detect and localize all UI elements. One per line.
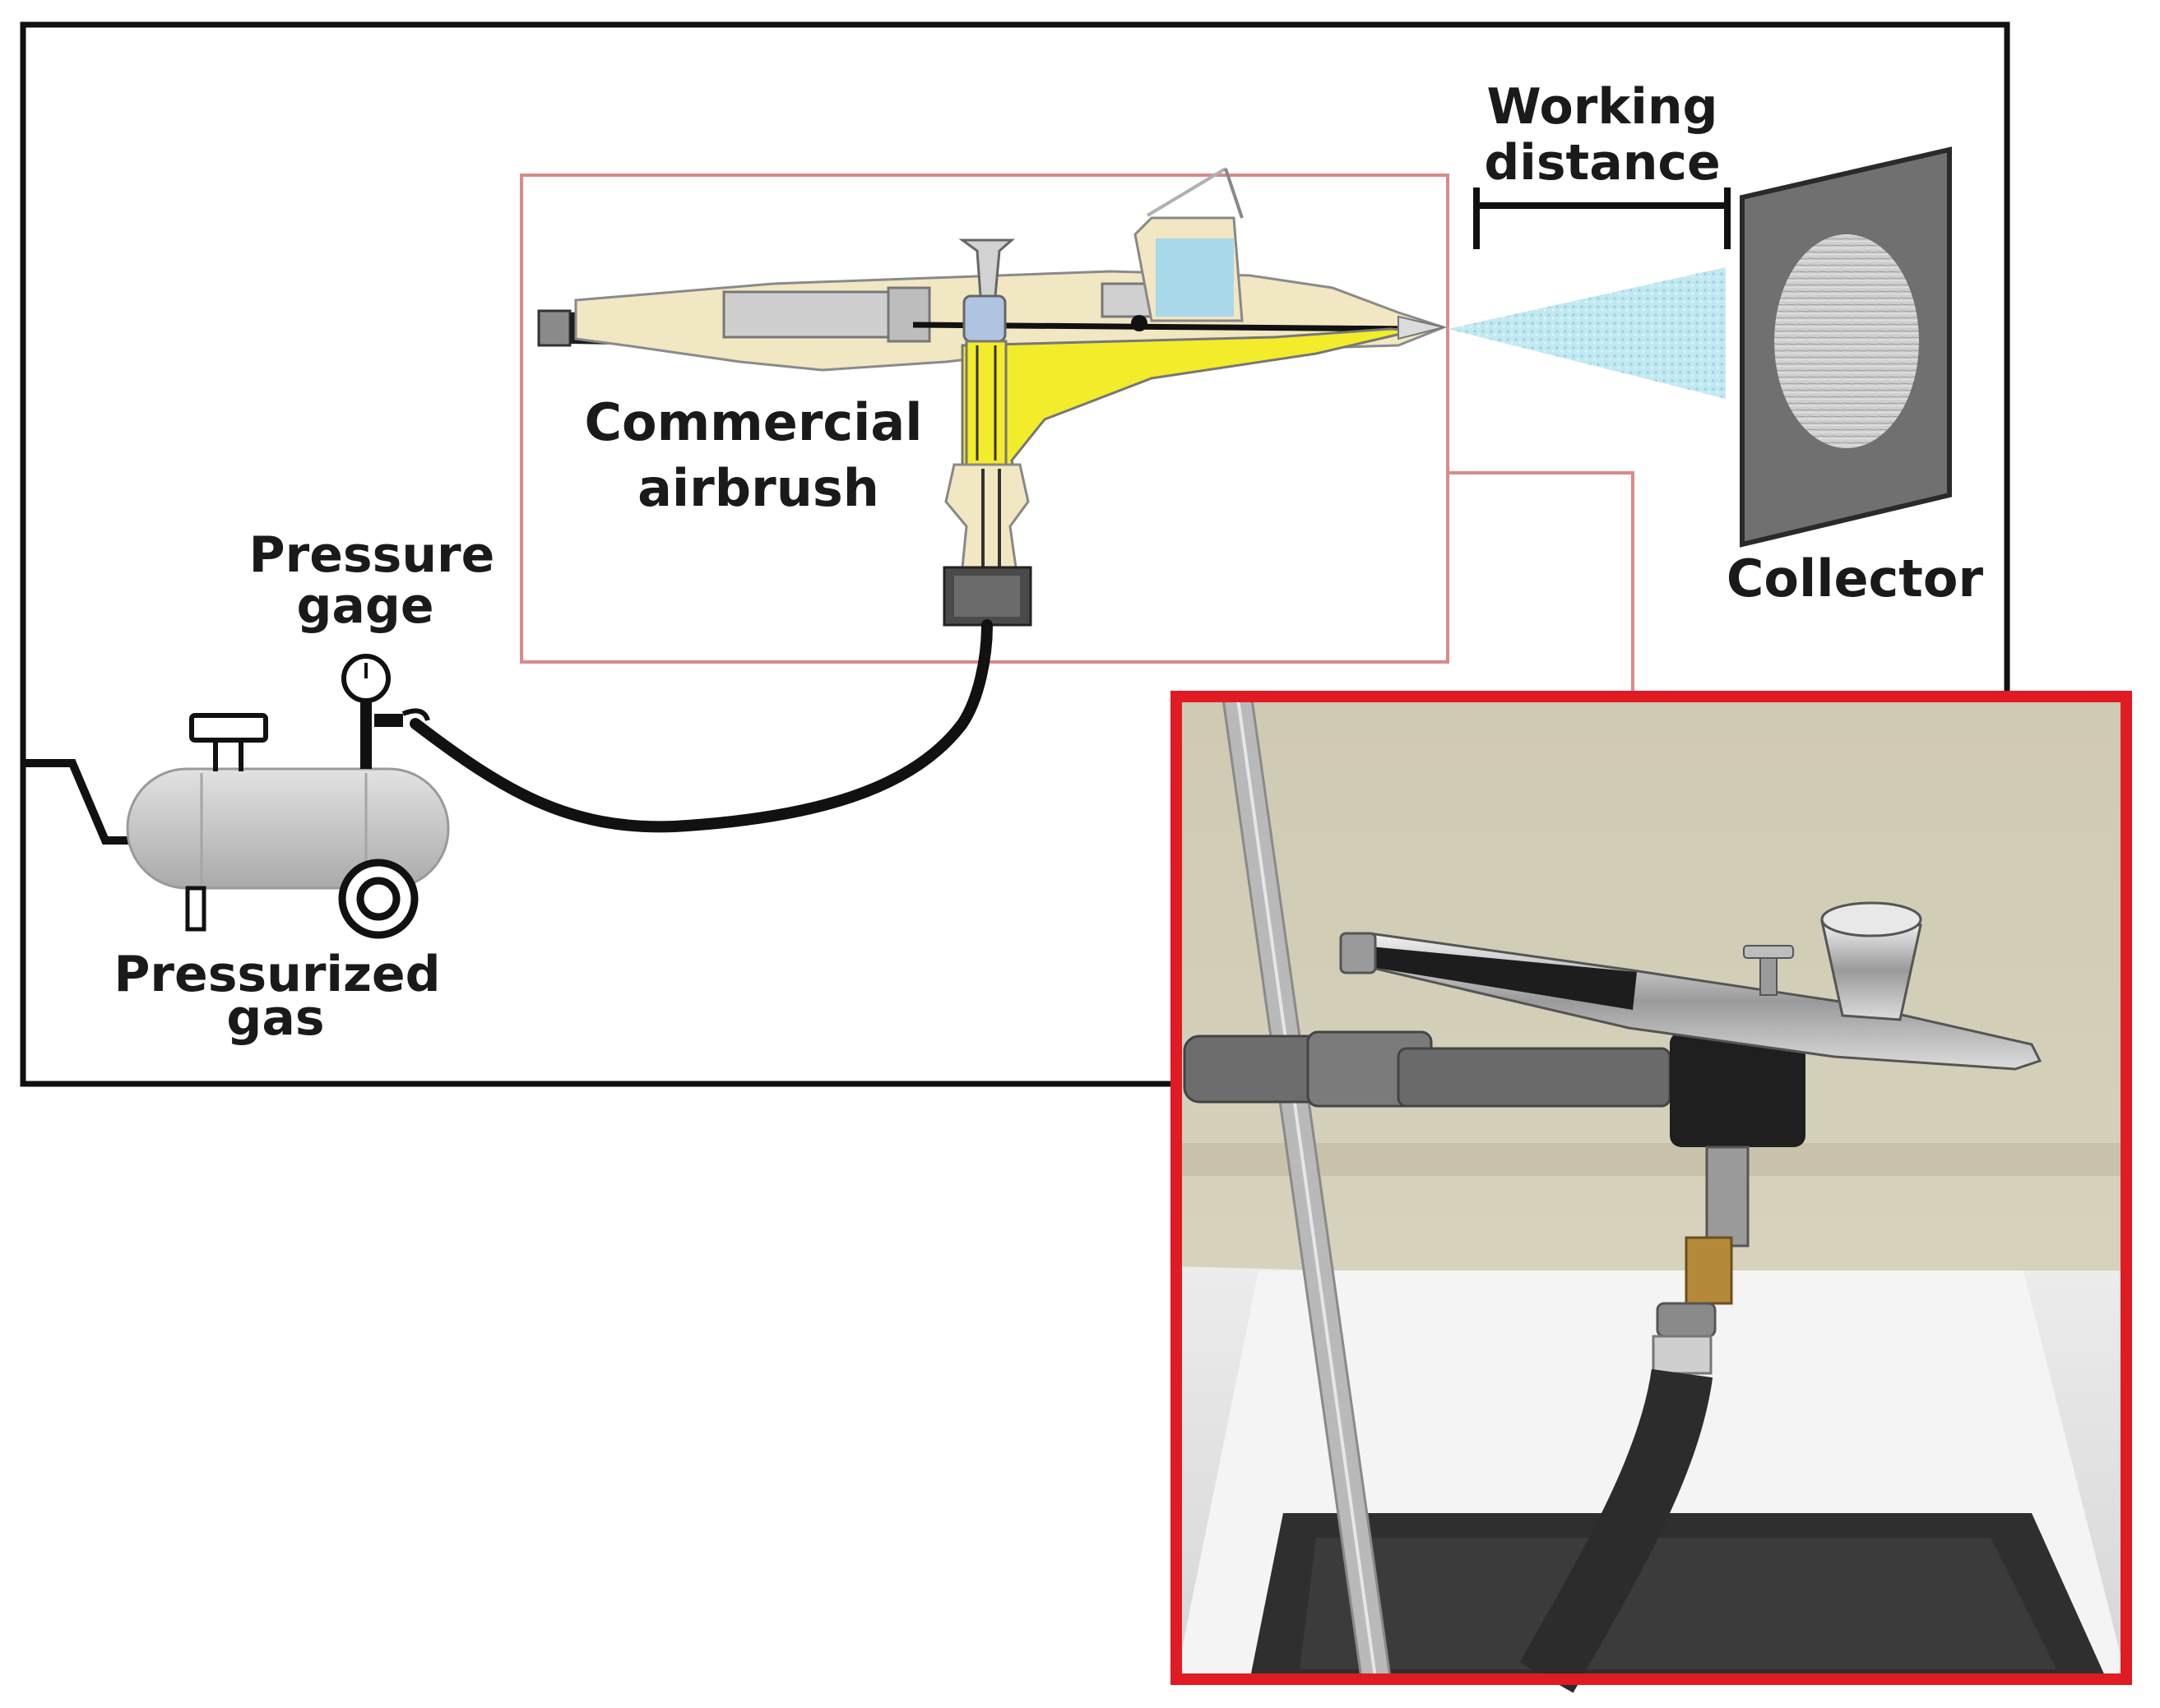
working-distance-bracket	[1473, 187, 1731, 249]
collector-label: Collector	[1727, 549, 1984, 609]
working-distance-label-2: distance	[1484, 134, 1720, 192]
working-distance-label-1: Working	[1487, 78, 1718, 136]
air-hose	[410, 619, 993, 833]
pressure-gage-label-2: gage	[296, 577, 433, 635]
pressurized-gas-label-2: gas	[226, 989, 324, 1047]
collector-plate	[1740, 146, 1952, 548]
zoom-connector-line	[1448, 471, 1634, 699]
pressure-gage-label-1: Pressure	[249, 526, 495, 584]
fiber-mat	[1774, 234, 1919, 448]
pressurized-gas-label-1: Pressurized	[114, 946, 440, 1003]
commercial-airbrush-label-1: Commercial	[584, 392, 922, 452]
airbrush-photo	[1176, 697, 2126, 1693]
gas-tank-icon	[23, 713, 450, 939]
pressure-gage-icon	[341, 654, 430, 769]
airbrush-schematic	[537, 167, 1448, 627]
photo-frame	[1170, 691, 2132, 1685]
spray-cone	[1448, 267, 1726, 399]
commercial-airbrush-label-2: airbrush	[637, 458, 879, 518]
